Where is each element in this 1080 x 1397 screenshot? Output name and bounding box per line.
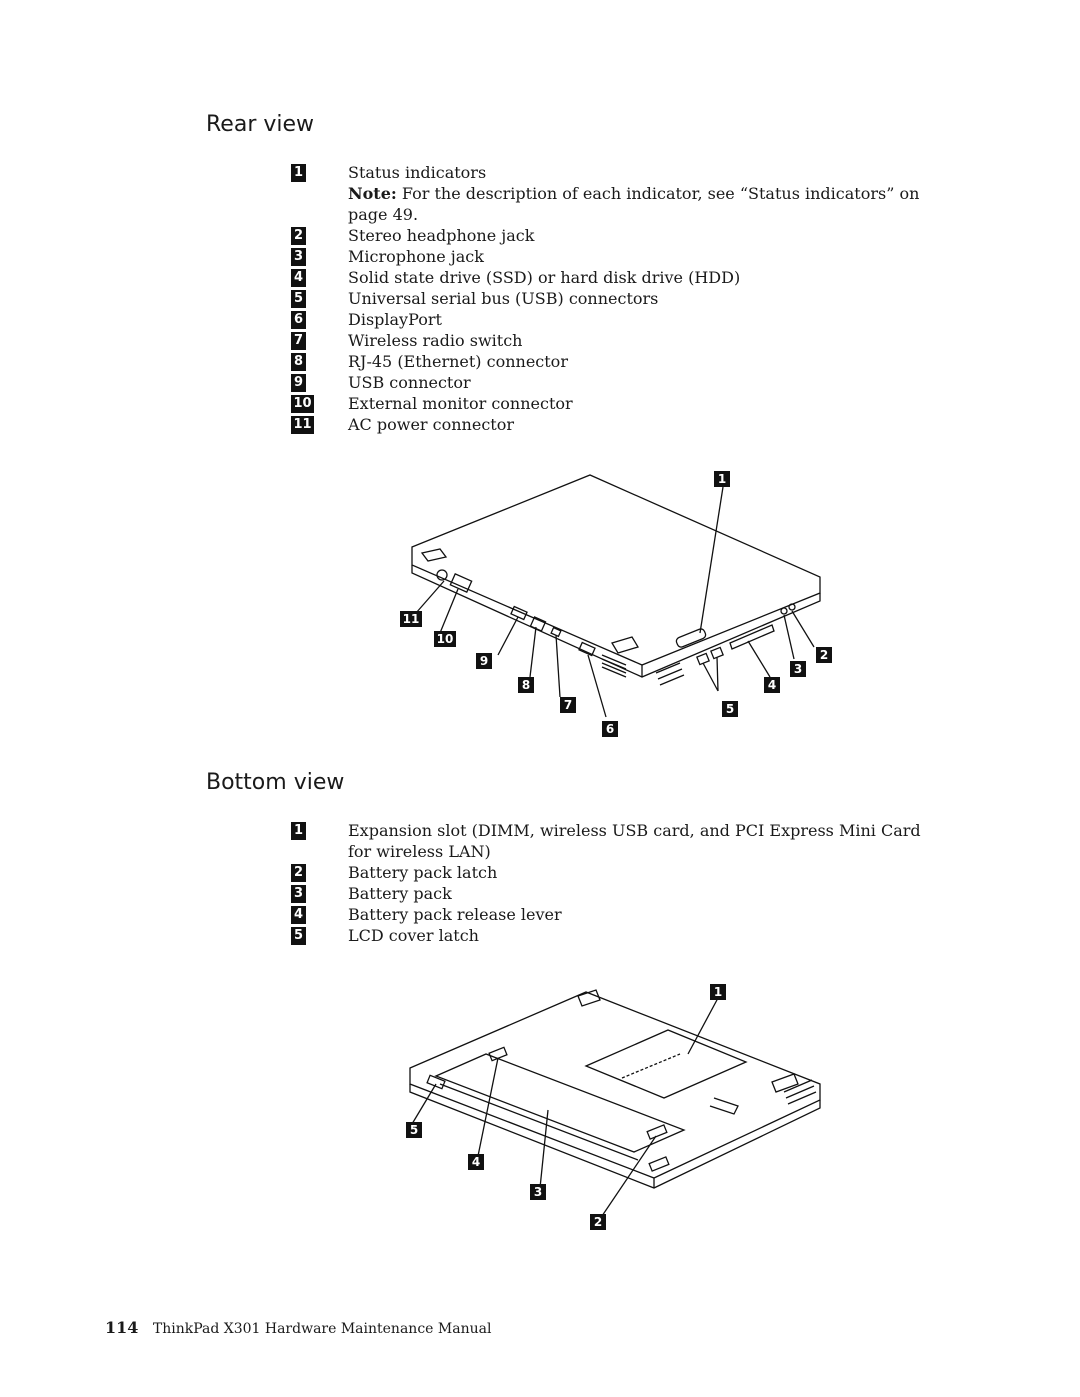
- note-label: Note:: [348, 184, 397, 203]
- callout-badge: 11: [291, 416, 314, 434]
- rear-view-heading: Rear view: [206, 112, 315, 137]
- callout-badge: 1: [291, 164, 306, 182]
- rear-item-label: AC power connector: [348, 415, 514, 434]
- bottom-item-1: 1: [0, 822, 1080, 843]
- bottom-item-label: LCD cover latch: [348, 926, 479, 945]
- rear-item-2: 2 Stereo headphone jack: [0, 226, 1080, 248]
- svg-text:7: 7: [564, 698, 572, 712]
- svg-text:9: 9: [480, 654, 488, 668]
- rear-item-1: 1 Status indicators: [0, 163, 1080, 185]
- svg-text:8: 8: [522, 678, 530, 692]
- callout-badge: 3: [291, 885, 306, 903]
- manual-title: ThinkPad X301 Hardware Maintenance Manua…: [152, 1321, 492, 1337]
- svg-text:3: 3: [534, 1185, 542, 1199]
- callout-badge: 2: [291, 227, 306, 245]
- svg-text:10: 10: [437, 632, 454, 646]
- rear-item-label: Stereo headphone jack: [348, 226, 535, 245]
- callout-badge: 8: [291, 353, 306, 371]
- svg-text:5: 5: [410, 1123, 418, 1137]
- svg-text:11: 11: [403, 612, 420, 626]
- page-number: 114: [105, 1318, 139, 1337]
- bottom-item-4: 4 Battery pack release lever: [0, 905, 1080, 927]
- bottom-item-3: 3 Battery pack: [0, 884, 1080, 906]
- rear-item-9: 9 USB connector: [0, 373, 1080, 395]
- rear-item-3: 3 Microphone jack: [0, 247, 1080, 269]
- callout-badge: 1: [291, 822, 306, 840]
- bottom-item-label: Battery pack release lever: [348, 905, 562, 924]
- bottom-view-heading: Bottom view: [206, 770, 345, 795]
- rear-item-label: USB connector: [348, 373, 471, 392]
- rear-item-label: External monitor connector: [348, 394, 573, 413]
- bottom-item-5: 5 LCD cover latch: [0, 926, 1080, 948]
- svg-text:2: 2: [594, 1215, 602, 1229]
- svg-text:1: 1: [718, 472, 726, 486]
- bottom-view-illustration: 1 2 3 4 5: [406, 984, 821, 1230]
- rear-item-label: RJ-45 (Ethernet) connector: [348, 352, 568, 371]
- callout-badge: 4: [291, 906, 306, 924]
- callout-badge: 5: [291, 290, 306, 308]
- rear-item-6: 6 DisplayPort: [0, 310, 1080, 332]
- svg-text:3: 3: [794, 662, 802, 676]
- page-footer: 114 ThinkPad X301 Hardware Maintenance M…: [105, 1318, 491, 1337]
- rear-item-4: 4 Solid state drive (SSD) or hard disk d…: [0, 268, 1080, 290]
- svg-text:4: 4: [768, 678, 776, 692]
- bottom-item-label: Battery pack latch: [348, 863, 498, 882]
- rear-item-label: Microphone jack: [348, 247, 484, 266]
- rear-item-label: Solid state drive (SSD) or hard disk dri…: [348, 268, 741, 287]
- callout-badge: 7: [291, 332, 306, 350]
- rear-item-11: 11 AC power connector: [0, 415, 1080, 437]
- bottom-item-2: 2 Battery pack latch: [0, 863, 1080, 885]
- callout-badge: 9: [291, 374, 306, 392]
- svg-text:1: 1: [714, 985, 722, 999]
- rear-item-label: Status indicators: [348, 163, 487, 182]
- note-text: For the description of each indicator, s…: [348, 184, 920, 224]
- callout-badge: 4: [291, 269, 306, 287]
- rear-item-label: Wireless radio switch: [348, 331, 523, 350]
- callout-badge: 6: [291, 311, 306, 329]
- rear-item-label: Universal serial bus (USB) connectors: [348, 289, 659, 308]
- rear-status-note: Note: For the description of each indica…: [348, 183, 948, 225]
- bottom-item-1-label: Expansion slot (DIMM, wireless USB card,…: [348, 821, 921, 861]
- rear-view-illustration: 1 2 3 4 5 6 7 8 9 10 11: [400, 471, 832, 737]
- bottom-item-label: Battery pack: [348, 884, 452, 903]
- rear-item-10: 10 External monitor connector: [0, 394, 1080, 416]
- svg-text:2: 2: [820, 648, 828, 662]
- rear-item-label: DisplayPort: [348, 310, 442, 329]
- rear-item-7: 7 Wireless radio switch: [0, 331, 1080, 353]
- callout-badge: 5: [291, 927, 306, 945]
- callout-badge: 3: [291, 248, 306, 266]
- rear-item-8: 8 RJ-45 (Ethernet) connector: [0, 352, 1080, 374]
- callout-badge: 10: [291, 395, 314, 413]
- svg-text:6: 6: [606, 722, 614, 736]
- rear-item-5: 5 Universal serial bus (USB) connectors: [0, 289, 1080, 311]
- svg-text:4: 4: [472, 1155, 480, 1169]
- callout-badge: 2: [291, 864, 306, 882]
- svg-text:5: 5: [726, 702, 734, 716]
